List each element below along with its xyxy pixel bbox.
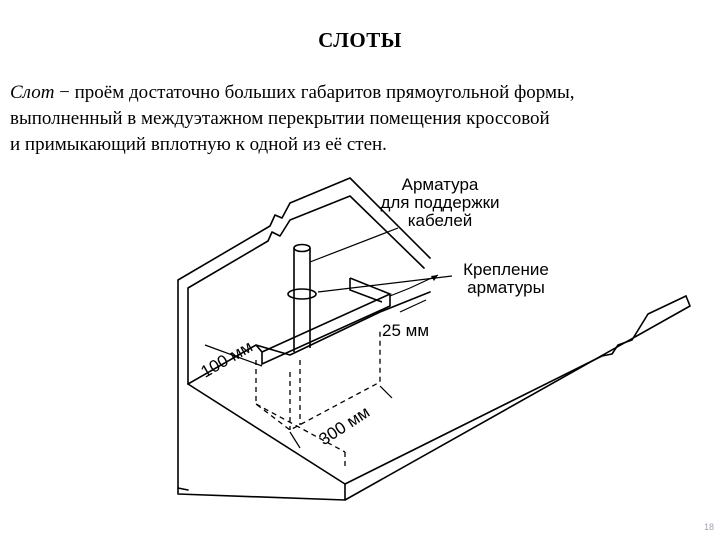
support-bar-clamp: [287, 288, 317, 300]
floor-slab-front: [177, 295, 691, 501]
definition-paragraph: Слот − проём достаточно больших габарито…: [10, 80, 720, 158]
arrow-25: [431, 275, 438, 281]
page-number: 18: [703, 522, 714, 532]
dim-100-leader: [204, 344, 263, 367]
wall-outline: [177, 177, 431, 489]
definition-line-2: выполненный в междуэтажном перекрытии по…: [10, 108, 550, 129]
label-mount-line-2: арматуры: [467, 278, 545, 297]
label-armature: Арматура для поддержки кабелей: [370, 176, 510, 230]
slot-opening-edge: [187, 291, 431, 385]
slide-title: СЛОТЫ: [318, 28, 402, 52]
definition-term: Слот: [10, 82, 55, 103]
leader-armature: [309, 227, 399, 263]
label-mount-line-1: Крепление: [463, 260, 549, 279]
label-armature-line-2: для поддержки: [380, 193, 500, 212]
dim-300-leader: [289, 385, 393, 449]
definition-line-3: и примыкающий вплотную к одной из её сте…: [10, 134, 387, 155]
support-bar-top: [293, 243, 311, 253]
dim-25-leader: [389, 274, 439, 313]
wall-inner-line: [187, 195, 425, 385]
label-mount: Крепление арматуры: [446, 261, 566, 297]
definition-line-1: Слот − проём достаточно больших габарито…: [10, 80, 720, 106]
label-armature-line-1: Арматура: [401, 175, 479, 194]
label-armature-line-3: кабелей: [407, 211, 473, 230]
slot-hidden-edges: [255, 330, 381, 470]
floor-slab-top: [187, 295, 687, 485]
definition-line-1-text: − проём достаточно больших габаритов пря…: [54, 82, 575, 103]
dimension-25mm: 25 мм: [382, 321, 430, 340]
